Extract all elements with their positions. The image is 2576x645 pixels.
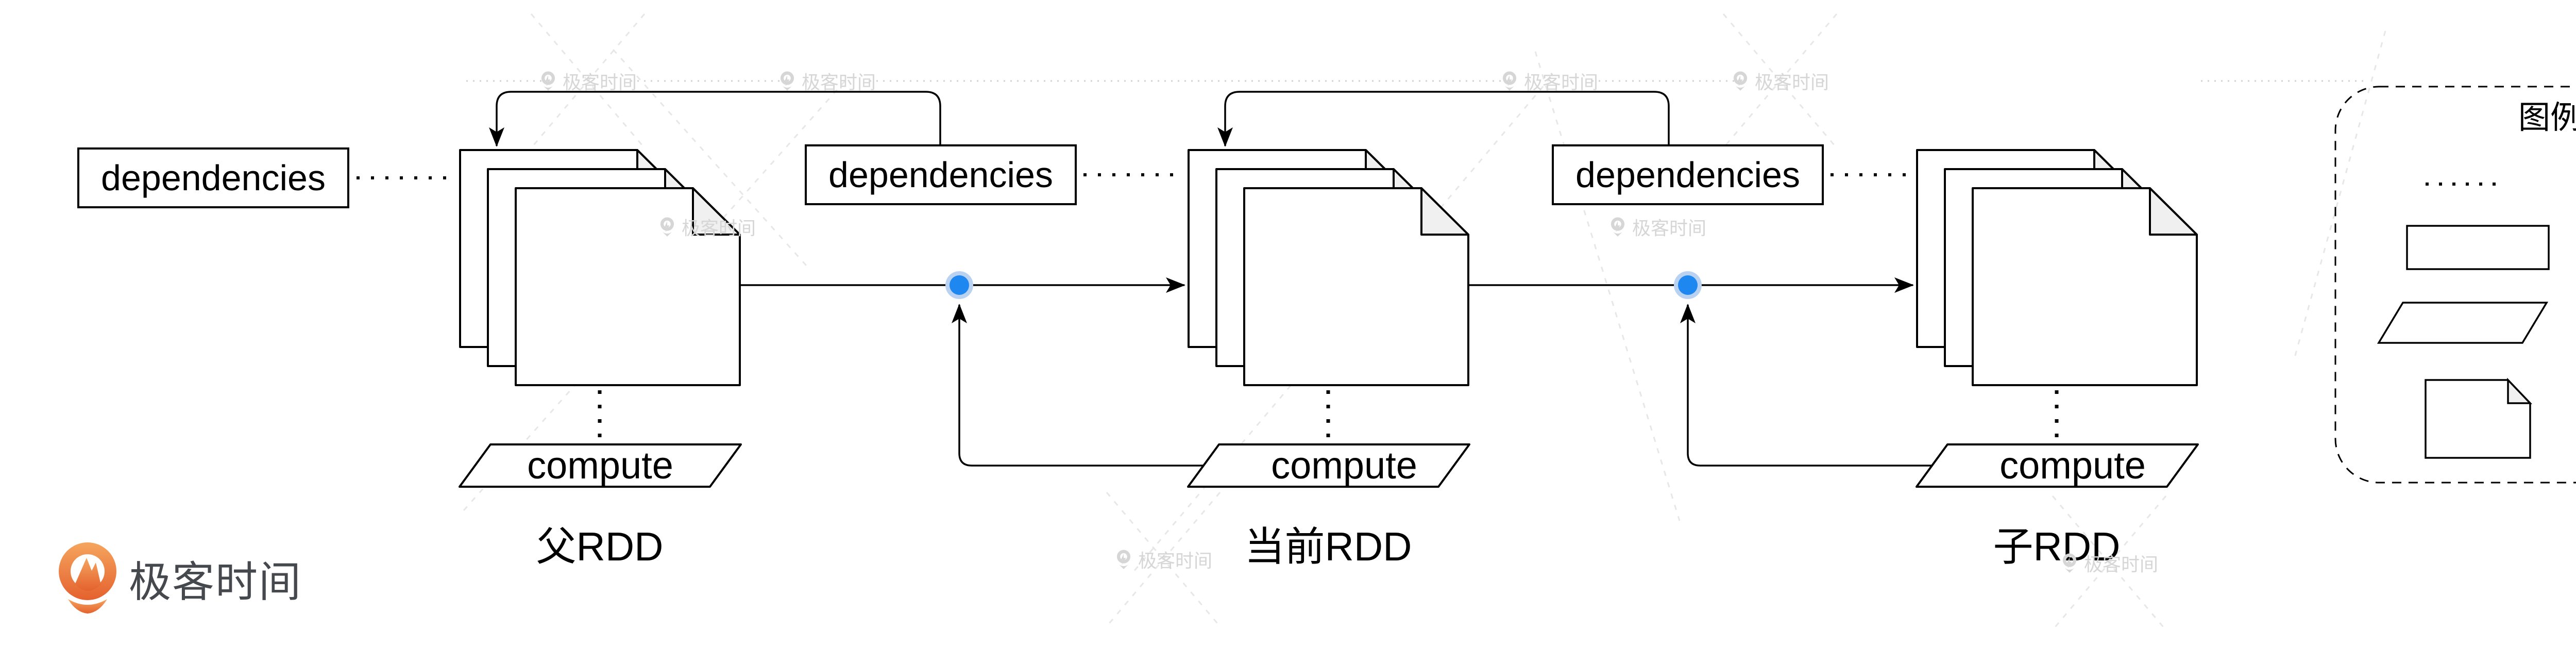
dependencies-label: dependencies (828, 155, 1053, 195)
watermark: 极客时间 (778, 68, 876, 94)
geektime-pin-icon (2062, 553, 2077, 573)
bracket-arrow-to-current (1217, 91, 1670, 147)
junction-dot-icon (950, 275, 969, 295)
geektime-pin-icon (660, 217, 674, 237)
watermark-text: 极客时间 (801, 72, 876, 93)
geektime-pin-icon (1116, 550, 1131, 569)
watermark: 极客时间 (658, 213, 756, 240)
compute-label-child: compute (1999, 444, 2146, 487)
document-page-icon (515, 187, 741, 386)
watermark-text: 极客时间 (562, 72, 637, 93)
watermark-diagonal (2293, 30, 2386, 361)
legend-document-shape (2425, 379, 2531, 459)
bracket-arrow-to-parent (489, 91, 941, 147)
watermark-text: 极客时间 (1523, 72, 1599, 93)
dependency-bracket-arrows (489, 91, 1670, 147)
dependencies-box-parent: dependencies (77, 147, 349, 208)
watermark: 极客时间 (1500, 68, 1598, 94)
junction-dots (945, 271, 1702, 299)
dependencies-box-current: dependencies (805, 144, 1077, 205)
geektime-logo-icon (59, 542, 116, 614)
geektime-logo: 极客时间 (57, 541, 302, 615)
legend-parallelogram-shape (2377, 302, 2549, 344)
document-page-icon (1972, 187, 2198, 386)
node-label-child-rdd: 子RDD (1993, 524, 2121, 569)
child-rdd-stack (1916, 149, 2198, 386)
return-line-child-compute (1680, 304, 1932, 467)
watermark-text: 极客时间 (1138, 550, 1213, 571)
document-page-icon (1243, 187, 1469, 386)
compute-parallelogram-parent (459, 443, 742, 488)
parent-rdd-stack (459, 149, 741, 386)
watermark: 极客时间 (539, 68, 637, 94)
current-rdd-stack (1188, 149, 1469, 386)
watermark: 极客时间 (1608, 213, 1706, 240)
junction-dot-icon (1678, 275, 1698, 295)
dependencies-box-child: dependencies (1552, 144, 1824, 205)
watermark-diagonal-x (1106, 492, 1221, 627)
watermark-diagonal (1130, 77, 1552, 575)
watermark-text: 极客时间 (681, 218, 756, 239)
page-fold-corner (692, 187, 741, 236)
legend-document-fold (2507, 377, 2533, 404)
geektime-logo-text: 极客时间 (129, 558, 302, 606)
legend-rectangle-shape (2406, 225, 2550, 270)
watermark: 极客时间 (1731, 68, 1829, 94)
return-line-current-compute (952, 304, 1204, 467)
geektime-pin-icon (1733, 71, 1748, 91)
watermark-diagonal-x (1722, 13, 1838, 148)
legend-border (2334, 86, 2576, 484)
compute-dotted-connectors (598, 390, 2059, 441)
compute-parallelogram-child (1916, 443, 2199, 488)
node-label-current-rdd: 当前RDD (1244, 524, 1412, 569)
attribute-dotted-connectors (357, 173, 1908, 179)
legend-shapes (2334, 86, 2576, 484)
geektime-pin-icon (541, 71, 555, 91)
compute-shapes (459, 443, 2199, 488)
watermark-diagonal-x (530, 13, 646, 148)
watermark: 极客时间 (1114, 546, 1212, 573)
compute-label-current: compute (1271, 444, 1417, 487)
watermark: 极客时间 (2060, 550, 2158, 576)
dependencies-label: dependencies (101, 158, 326, 198)
geektime-pin-icon (1611, 217, 1625, 237)
watermark-diagonal (612, 48, 807, 267)
watermark-text: 极客时间 (1754, 72, 1829, 93)
watermark-diagonal-x (2052, 495, 2167, 631)
watermark-text: 极客时间 (1632, 218, 1707, 239)
compute-label-parent: compute (527, 444, 673, 487)
legend-title: 图例 (2518, 100, 2576, 136)
watermark-diagonal (1534, 51, 1681, 521)
page-fold-corner (1420, 187, 1469, 236)
node-label-parent-rdd: 父RDD (536, 524, 664, 569)
dependencies-label: dependencies (1575, 155, 1800, 195)
geektime-pin-icon (1502, 71, 1517, 91)
compute-return-lines (952, 304, 1932, 467)
watermark-text: 极客时间 (2083, 554, 2159, 575)
compute-parallelogram-current (1187, 443, 1470, 488)
page-fold-corner (2149, 187, 2198, 236)
geektime-pin-icon (780, 71, 794, 91)
